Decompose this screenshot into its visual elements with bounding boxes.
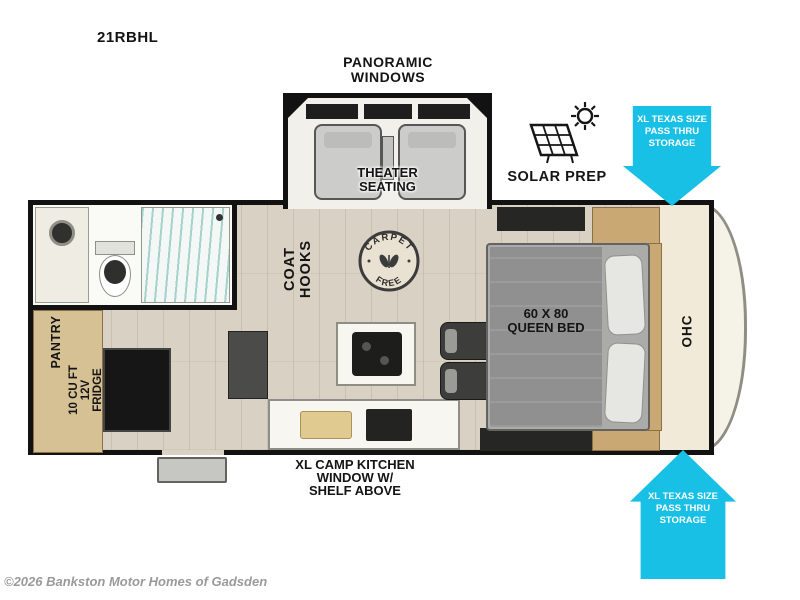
- toilet-tank: [95, 241, 135, 255]
- pass-thru-top-line1: XL TEXAS SIZE: [636, 114, 708, 125]
- burner: [380, 356, 389, 365]
- seat-headrest: [324, 132, 372, 148]
- leaf-icon: [367, 254, 411, 268]
- ohc-label: OHC: [679, 314, 695, 348]
- theater-seating-line1: THEATER: [357, 165, 418, 180]
- fridge-line1: 10 CU FT: [68, 365, 80, 415]
- camp-kitchen-label: XL CAMP KITCHEN WINDOW W/ SHELF ABOVE: [281, 458, 429, 497]
- chair-cushion: [445, 369, 457, 393]
- pass-thru-arrow-top: XL TEXAS SIZE PASS THRU STORAGE: [623, 106, 721, 206]
- theater-seating-line2: SEATING: [359, 178, 416, 194]
- camp-kitchen-line1: XL CAMP KITCHEN: [295, 457, 415, 472]
- cutting-board: [300, 411, 352, 439]
- camp-kitchen-line3: SHELF ABOVE: [309, 483, 401, 498]
- bed-pillow-bottom: [603, 342, 647, 424]
- queen-bed-label: 60 X 80 QUEEN BED: [488, 307, 604, 335]
- bed-blanket: [490, 247, 602, 427]
- panoramic-window-segment: [364, 104, 412, 119]
- kitchen-tall-cabinet: [228, 331, 268, 399]
- pantry-cabinet: [33, 310, 103, 453]
- panoramic-windows-line1: PANORAMIC: [343, 54, 433, 70]
- entry-door-opening: [162, 450, 224, 455]
- slide-corner-left: [288, 98, 308, 118]
- bathroom-sink: [49, 220, 75, 246]
- camp-kitchen-line2: WINDOW W/: [316, 470, 394, 485]
- kitchen-counter: [268, 399, 460, 450]
- slide-out: THEATER SEATING: [283, 93, 492, 209]
- queen-bed-line1: 60 X 80: [523, 306, 569, 321]
- front-storage-area: [660, 205, 709, 450]
- model-number: 21RBHL: [97, 29, 159, 46]
- burner: [362, 342, 371, 351]
- solar-prep-label: SOLAR PREP: [507, 169, 607, 185]
- headboard: [648, 243, 662, 431]
- queen-bed: 60 X 80 QUEEN BED: [486, 243, 650, 431]
- theater-seat-console: [382, 136, 394, 180]
- entry-step: [157, 457, 227, 483]
- coat-hooks-label: COAT HOOKS: [282, 240, 314, 298]
- kitchen-island: [336, 322, 416, 386]
- pass-thru-top-line3: STORAGE: [648, 138, 696, 149]
- cooktop: [352, 332, 402, 376]
- pantry-label: PANTRY: [49, 315, 63, 369]
- wardrobe-top: [592, 207, 660, 245]
- pass-thru-bottom-line1: XL TEXAS SIZE: [647, 491, 719, 502]
- slide-corner-right: [467, 98, 487, 118]
- theater-seat-left: [314, 124, 382, 200]
- pass-thru-bottom-line2: PASS THRU: [655, 503, 711, 514]
- bed-pillow-top: [603, 254, 647, 336]
- copyright-watermark: ©2026 Bankston Motor Homes of Gadsden: [4, 574, 268, 589]
- solar-panel-icon: [529, 102, 599, 164]
- carpet-free-badge: CARPET FREE: [358, 230, 420, 292]
- shower-head: [216, 214, 223, 221]
- seat-headrest: [408, 132, 456, 148]
- panoramic-windows-label: PANORAMIC WINDOWS: [308, 55, 468, 84]
- toilet-seat: [104, 260, 126, 284]
- coat-hooks-line1: COAT: [282, 246, 298, 292]
- pass-thru-arrow-bottom: XL TEXAS SIZE PASS THRU STORAGE: [630, 450, 736, 579]
- fridge-label: 10 CU FT 12V FRIDGE: [68, 365, 104, 415]
- bedroom-window-bottom: [480, 428, 596, 451]
- fridge-line3: FRIDGE: [92, 368, 104, 412]
- panoramic-window-segment: [418, 104, 470, 119]
- kitchen-range: [366, 409, 412, 441]
- toilet-bowl: [99, 255, 131, 297]
- pass-thru-bottom-line3: STORAGE: [659, 515, 707, 526]
- pass-thru-top-line2: PASS THRU: [644, 126, 700, 137]
- panoramic-windows-line2: WINDOWS: [350, 68, 426, 85]
- bathroom: [33, 205, 237, 310]
- shower: [141, 207, 230, 303]
- fridge: [103, 348, 171, 432]
- queen-bed-line2: QUEEN BED: [507, 320, 585, 335]
- chair-cushion: [445, 329, 457, 353]
- panoramic-window-segment: [306, 104, 358, 119]
- fridge-line2: 12V: [80, 379, 92, 401]
- bathroom-vanity: [35, 207, 89, 303]
- theater-seating-label: THEATER SEATING: [288, 166, 487, 193]
- coat-hooks-line2: HOOKS: [298, 239, 314, 299]
- theater-seat-right: [398, 124, 466, 200]
- bedroom-window-top: [497, 207, 585, 231]
